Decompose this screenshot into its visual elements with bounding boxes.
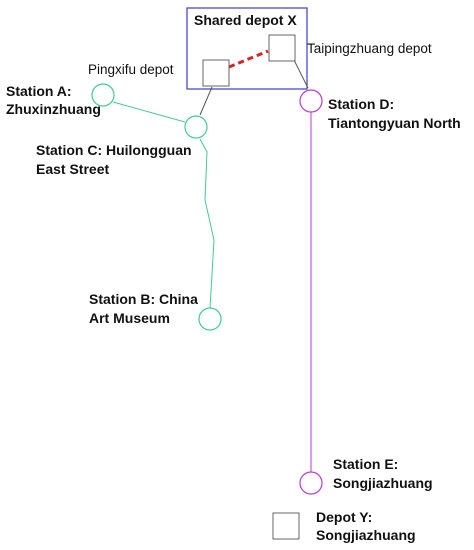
- station-c-label-line1: Station C: Huilongguan: [36, 142, 192, 158]
- depot-link-dashed: [228, 49, 269, 69]
- depot-y-label-line2: Songjiazhuang: [316, 527, 416, 543]
- station-d-label-line1: Station D:: [328, 96, 394, 112]
- station-a-label-line2: Zhuxinzhuang: [6, 101, 101, 117]
- station-e-circle: [299, 471, 323, 495]
- green-line-a-to-c: [112, 101, 186, 123]
- station-e-label-line1: Station E:: [333, 456, 398, 472]
- station-d-label-line2: Tiantongyuan North: [328, 115, 461, 131]
- station-c-circle: [184, 115, 208, 139]
- taipingzhuang-depot-label: Taipingzhuang depot: [307, 41, 432, 56]
- station-b-label-line1: Station B: China: [89, 291, 198, 307]
- station-d-circle: [299, 89, 323, 113]
- taipingzhuang-depot-square: [268, 34, 296, 62]
- station-c-label-line2: East Street: [36, 161, 109, 177]
- pingxifu-depot-label: Pingxifu depot: [88, 62, 174, 77]
- depot-y-label-line1: Depot Y:: [316, 509, 372, 525]
- station-b-label-line2: Art Museum: [89, 310, 170, 326]
- shared-depot-title: Shared depot X: [194, 12, 297, 28]
- station-a-circle: [91, 83, 115, 107]
- green-line-c-to-b: [199, 138, 215, 309]
- songjiazhuang-depot-square: [272, 512, 300, 540]
- station-b-circle: [198, 307, 222, 331]
- shared-depot-box: [186, 7, 308, 90]
- pingxifu-depot-square: [202, 59, 230, 87]
- connector-taipingzhuang-to-d: [293, 59, 309, 89]
- station-e-label-line2: Songjiazhuang: [333, 475, 433, 491]
- connector-pingxifu-to-c: [199, 86, 213, 116]
- station-a-label-line1: Station A:: [6, 83, 72, 99]
